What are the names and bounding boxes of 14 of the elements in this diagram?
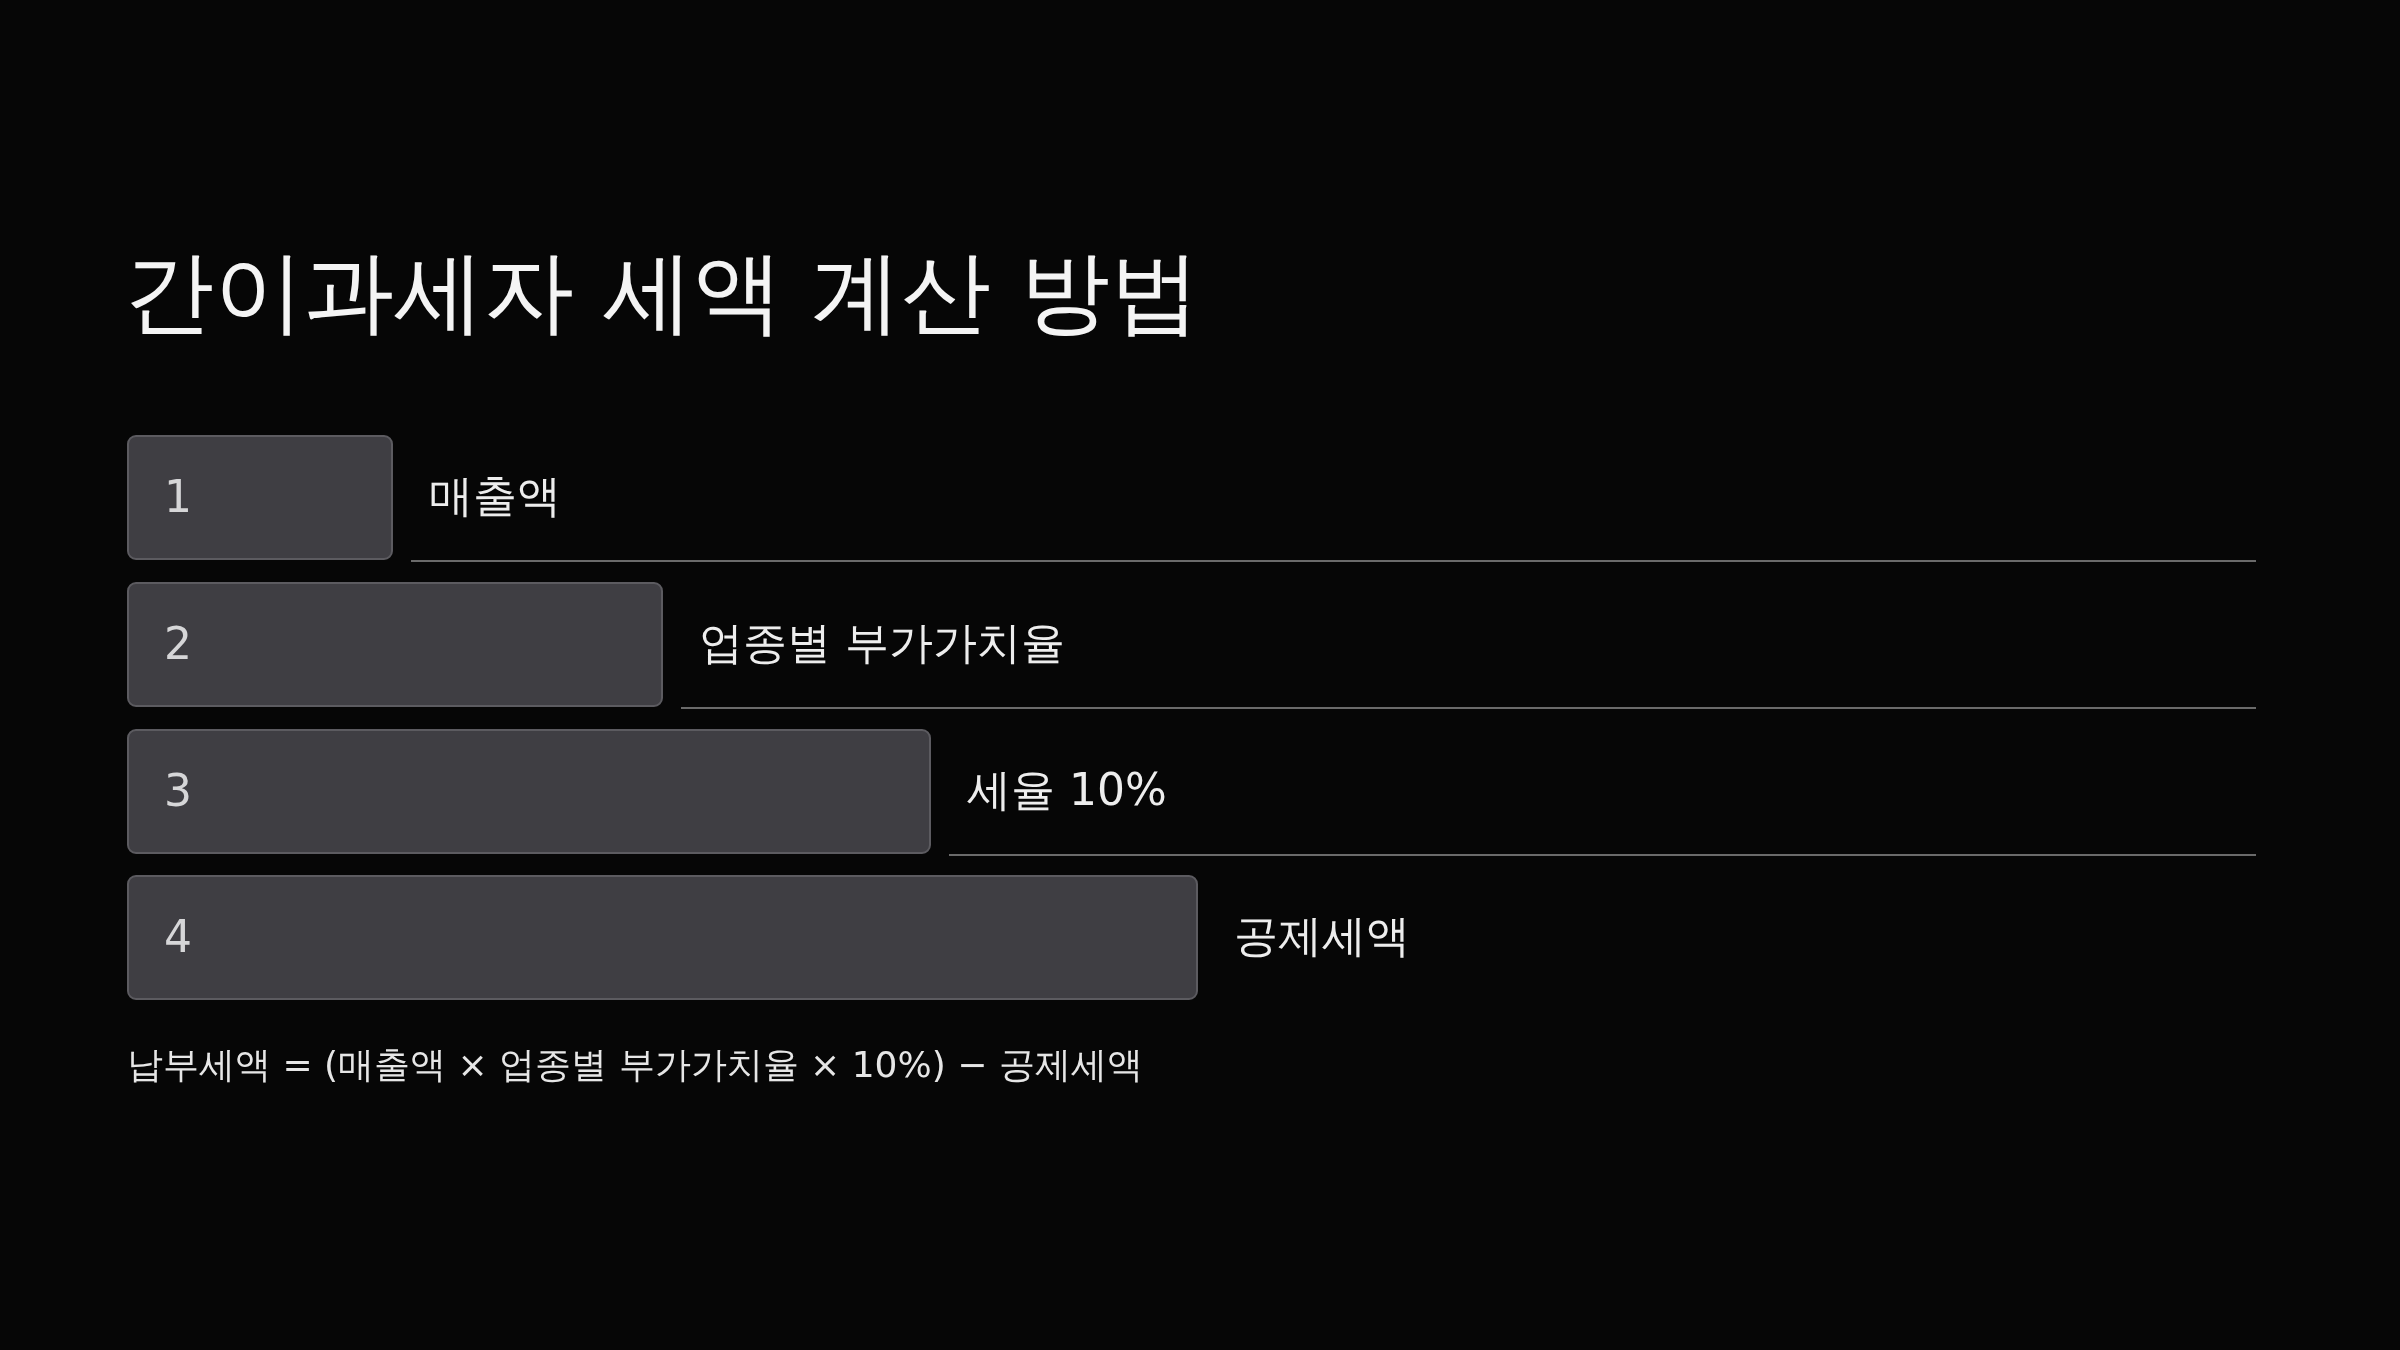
step-bar <box>127 582 663 707</box>
step-number: 3 <box>164 767 192 816</box>
step-label: 매출액 <box>429 469 561 523</box>
step-bar <box>127 435 393 560</box>
step-label: 업종별 부가가치율 <box>699 616 1065 670</box>
step-label: 세율 10% <box>967 763 1167 817</box>
step-bar <box>127 875 1198 1000</box>
step-number: 4 <box>164 913 192 962</box>
step-label: 공제세액 <box>1234 909 1410 963</box>
step-number: 1 <box>164 473 192 522</box>
title: 간이과세자 세액 계산 방법 <box>124 238 1200 346</box>
step-number: 2 <box>164 620 192 669</box>
step-bar <box>127 729 931 854</box>
formula-text: 납부세액 = (매출액 × 업종별 부가가치율 × 10%) − 공제세액 <box>127 1043 1143 1087</box>
